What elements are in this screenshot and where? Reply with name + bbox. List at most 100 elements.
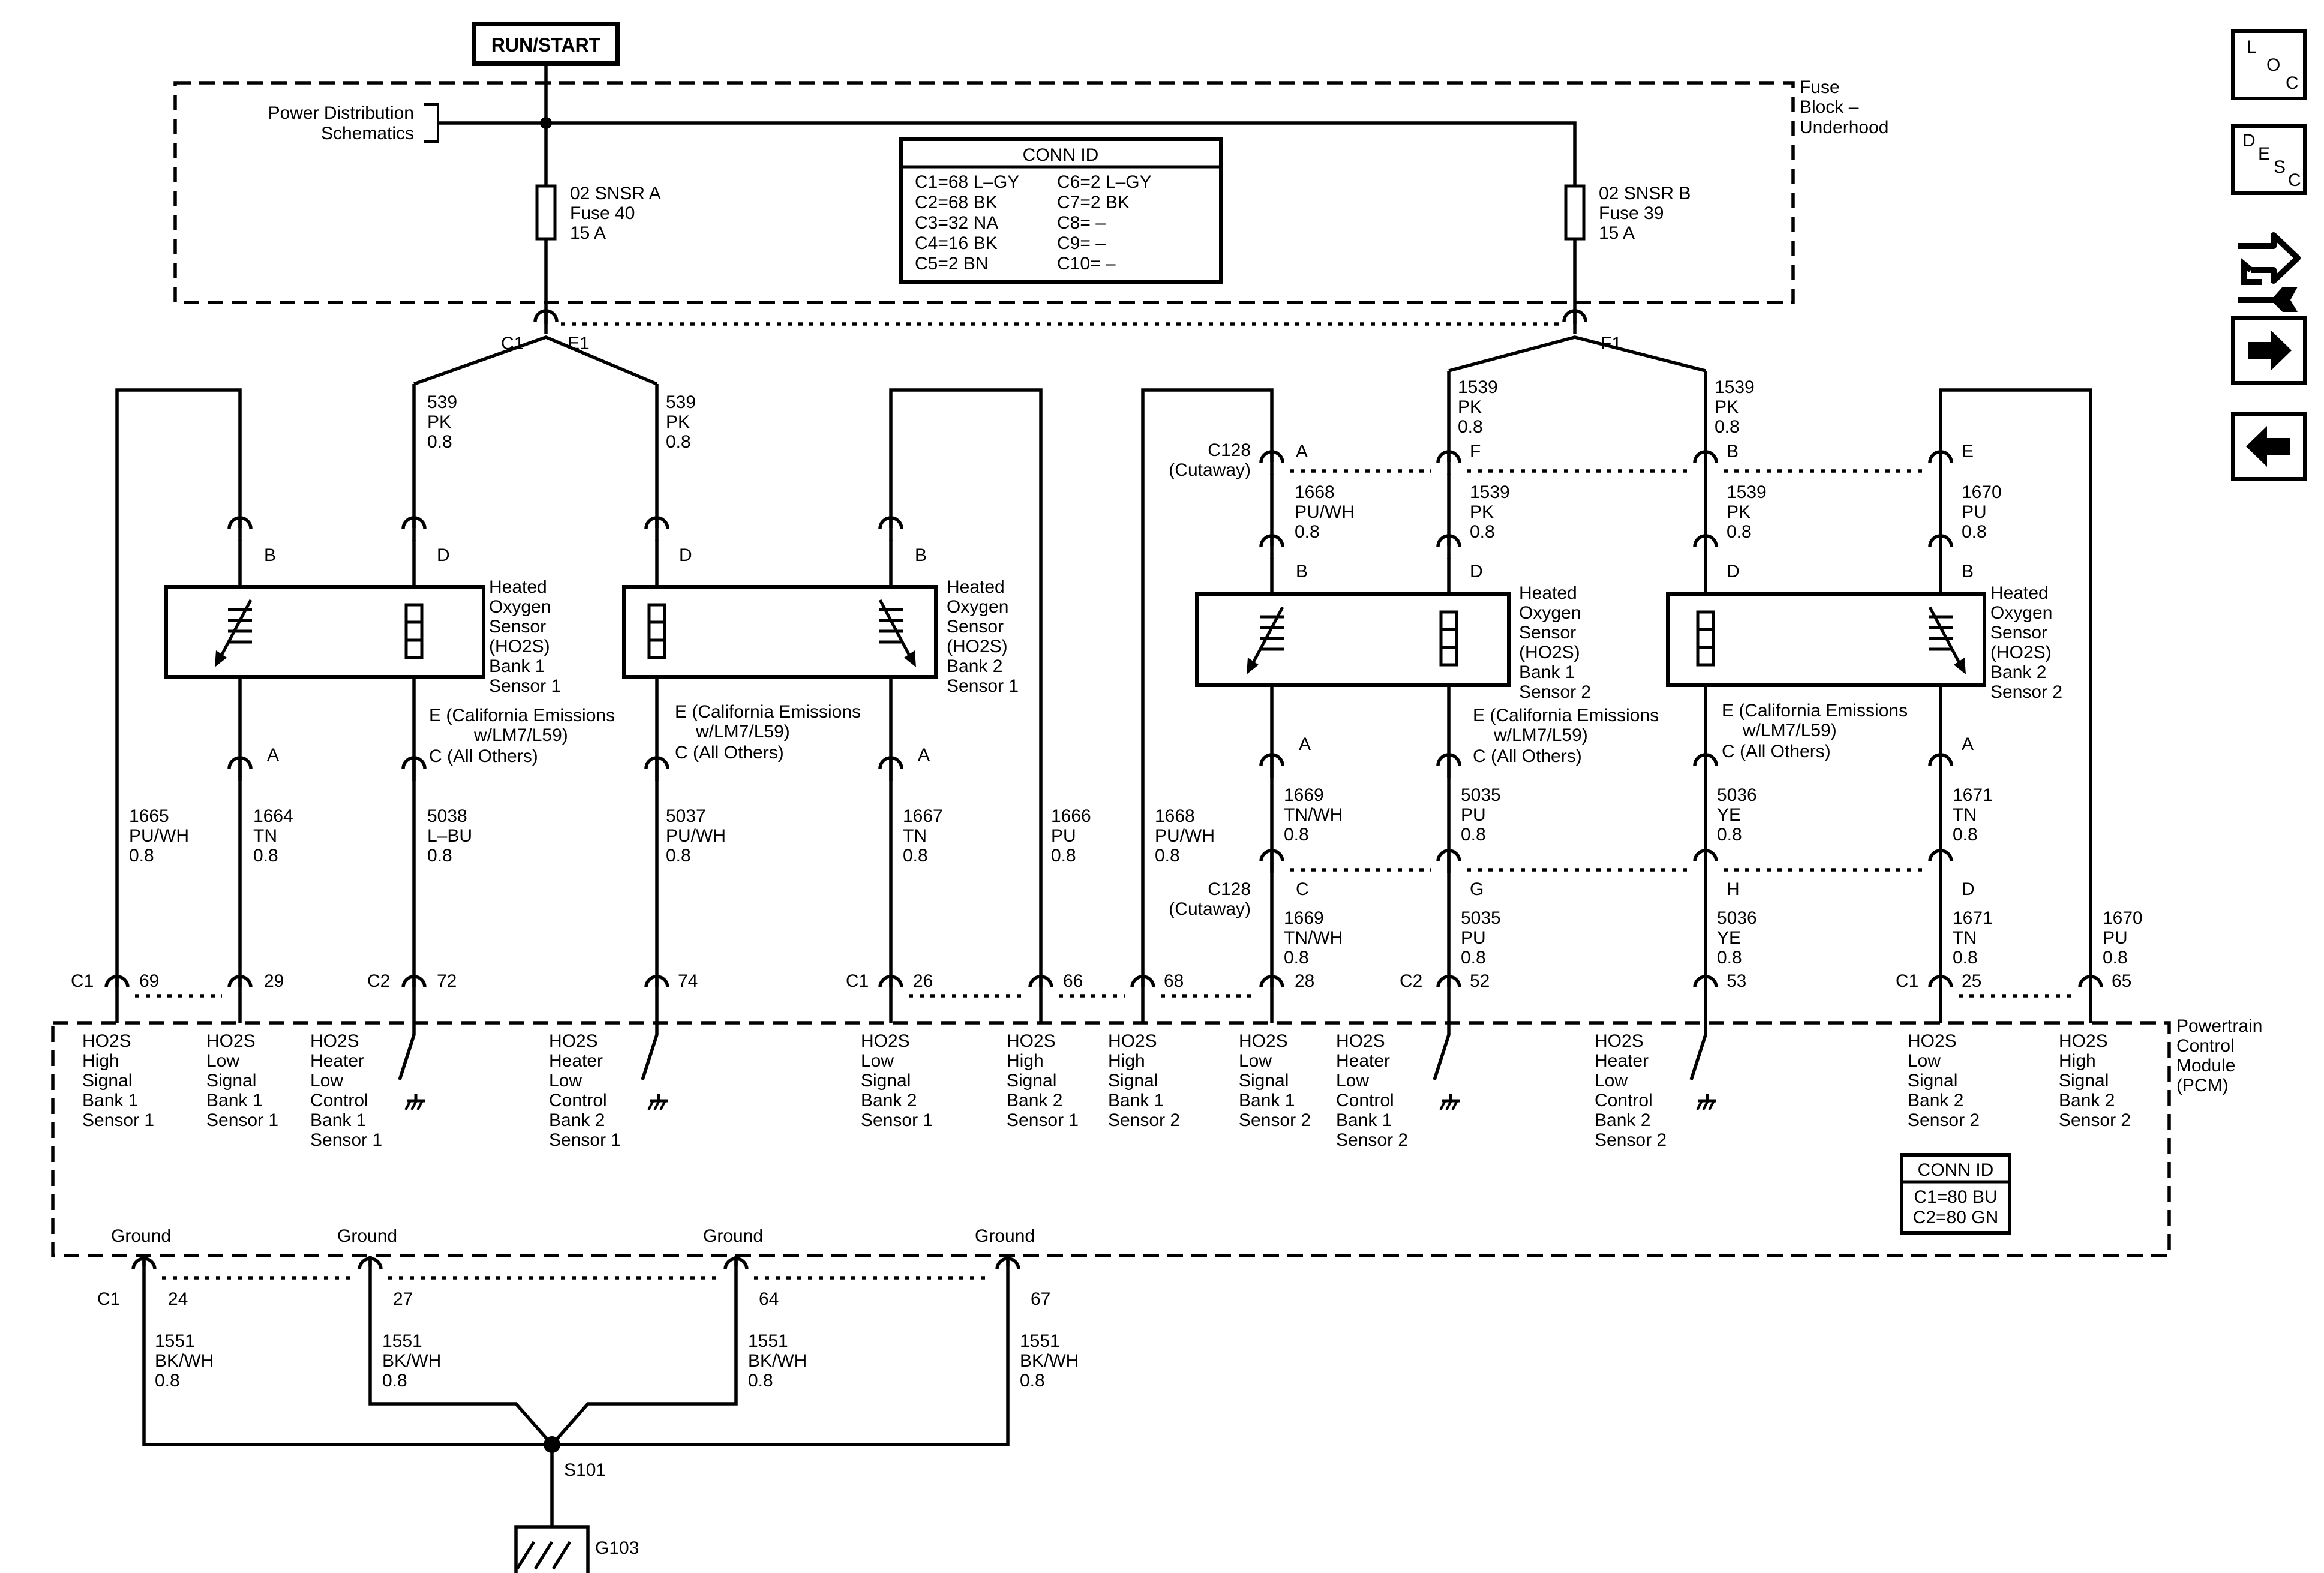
svg-text:Sensor 2: Sensor 2 <box>1108 1110 1180 1130</box>
pcm-func-ls-b1s1: HO2S Low Signal Bank 1 Sensor 1 <box>206 1031 278 1130</box>
svg-text:5037: 5037 <box>666 806 706 826</box>
label-pin-e-c128: E <box>1962 442 1974 461</box>
pin-b-b1s1 <box>229 518 251 541</box>
pcm-pin-52: 52 <box>1470 971 1490 991</box>
svg-text:Low: Low <box>861 1051 894 1071</box>
svg-text:0.8: 0.8 <box>1962 522 1987 542</box>
label-pin-b-b2s2: B <box>1962 562 1974 581</box>
fuse-39-label: 02 SNSR B Fuse 39 15 A <box>1599 184 1691 243</box>
conn-id-table-pcm: CONN ID C1=80 BU C2=80 GN <box>1900 1153 2011 1235</box>
label-c1-fuse: C1 <box>501 334 524 353</box>
svg-text:(PCM): (PCM) <box>2176 1076 2229 1095</box>
wire-539-label-b2: 539 PK 0.8 <box>666 392 696 452</box>
sensor-box-b1s1 <box>164 585 485 679</box>
svg-text:0.8: 0.8 <box>903 846 928 866</box>
heater-element-b1s2 <box>1441 612 1457 665</box>
label-pin-d-b1s1: D <box>437 545 450 565</box>
pin-a-b2s1 <box>880 758 902 781</box>
svg-text:C6=2 L–GY: C6=2 L–GY <box>1057 172 1152 192</box>
svg-text:Fuse 40: Fuse 40 <box>570 203 635 223</box>
sensor-box-b2s2 <box>1666 592 1986 687</box>
svg-text:TN: TN <box>1953 805 1977 825</box>
svg-text:Control: Control <box>549 1091 607 1110</box>
svg-text:PU/WH: PU/WH <box>666 826 726 846</box>
svg-text:02 SNSR B: 02 SNSR B <box>1599 184 1691 203</box>
svg-text:Block –: Block – <box>1800 97 1859 117</box>
next-arrow-button[interactable] <box>2231 316 2307 385</box>
svg-text:Low: Low <box>549 1071 582 1091</box>
label-f1: F1 <box>1601 334 1622 353</box>
wire-1669-label-lower: 1669 TN/WH 0.8 <box>1284 908 1343 968</box>
svg-text:Sensor 2: Sensor 2 <box>1595 1130 1667 1150</box>
wire-1668 <box>1141 388 1274 987</box>
description-button[interactable]: D E S C <box>2231 124 2307 195</box>
svg-text:15 A: 15 A <box>570 223 606 243</box>
sensor-element-b1s1 <box>215 600 252 667</box>
svg-text:5035: 5035 <box>1461 785 1501 805</box>
location-button[interactable]: L O C <box>2231 29 2307 100</box>
svg-text:Oxygen: Oxygen <box>489 597 551 617</box>
repair-procedure-icon[interactable] <box>2238 232 2301 312</box>
pcm-func-ls-b1s2: HO2S Low Signal Bank 1 Sensor 2 <box>1239 1031 1311 1130</box>
svg-text:Oxygen: Oxygen <box>1990 603 2052 623</box>
svg-text:TN: TN <box>253 826 277 846</box>
svg-text:D: D <box>2242 131 2256 151</box>
pcm-pin-28: 28 <box>1295 971 1314 991</box>
svg-text:1539: 1539 <box>1727 482 1767 502</box>
connector-f1 <box>1448 311 1706 373</box>
wire-1668-label-upper: 1668 PU/WH 0.8 <box>1295 482 1355 542</box>
svg-text:Sensor 2: Sensor 2 <box>1519 682 1591 702</box>
pcm-driver-switch-b1s1 <box>400 999 425 1110</box>
label-pin-b-b1s2: B <box>1296 562 1308 581</box>
pcm-pin-27: 27 <box>393 1289 413 1309</box>
previous-arrow-button[interactable] <box>2231 412 2307 481</box>
svg-text:1667: 1667 <box>903 806 943 826</box>
svg-text:1551: 1551 <box>1020 1331 1060 1351</box>
svg-text:Sensor 1: Sensor 1 <box>1007 1110 1079 1130</box>
svg-text:C9= –: C9= – <box>1057 233 1106 253</box>
svg-text:0.8: 0.8 <box>1717 825 1742 845</box>
svg-text:Schematics: Schematics <box>321 124 414 143</box>
svg-text:E (California Emissions: E (California Emissions <box>429 706 615 725</box>
supply-bus <box>438 121 1577 324</box>
svg-text:HO2S: HO2S <box>1336 1031 1385 1051</box>
pin-a-b1s2 <box>1261 755 1283 778</box>
svg-text:PU: PU <box>1051 826 1076 846</box>
wire-1539-label-b1s2-upper: 1539 PK 0.8 <box>1458 377 1498 437</box>
connector-c128-lower <box>1261 851 1951 873</box>
ground-label-1: Ground <box>111 1226 171 1246</box>
svg-text:CONN ID: CONN ID <box>1918 1160 1994 1180</box>
svg-text:1671: 1671 <box>1953 908 1993 928</box>
svg-text:0.8: 0.8 <box>1727 522 1752 542</box>
svg-text:0.8: 0.8 <box>1284 948 1309 968</box>
svg-text:1551: 1551 <box>382 1331 422 1351</box>
pin-d-b1s1 <box>403 518 425 541</box>
pcm-outline <box>51 1021 2171 1257</box>
svg-text:PK: PK <box>1458 397 1482 417</box>
wire-1669-label-upper: 1669 TN/WH 0.8 <box>1284 785 1343 845</box>
fuse-block-label: Fuse Block – Underhood <box>1800 77 1888 137</box>
svg-text:539: 539 <box>427 392 457 412</box>
svg-text:HO2S: HO2S <box>1239 1031 1288 1051</box>
pcm-pin-69: 69 <box>139 971 159 991</box>
svg-text:TN/WH: TN/WH <box>1284 928 1343 948</box>
svg-text:Low: Low <box>310 1071 343 1091</box>
svg-text:5036: 5036 <box>1717 908 1757 928</box>
svg-text:0.8: 0.8 <box>427 432 452 452</box>
pin-b-b2s1 <box>880 518 902 541</box>
pin-e-b2s1 <box>646 758 668 781</box>
svg-text:Heated: Heated <box>1990 583 2049 603</box>
svg-text:C8= –: C8= – <box>1057 213 1106 233</box>
label-c1-pcm-3: C1 <box>1896 971 1918 991</box>
svg-text:TN: TN <box>1953 928 1977 948</box>
svg-text:C1=80 BU: C1=80 BU <box>1914 1187 1997 1207</box>
pcm-pin-25: 25 <box>1962 971 1981 991</box>
sensor-label-b2s1: Heated Oxygen Sensor (HO2S) Bank 2 Senso… <box>947 577 1019 696</box>
pcm-func-ls-b2s1: HO2S Low Signal Bank 2 Sensor 1 <box>861 1031 933 1130</box>
svg-text:YE: YE <box>1717 805 1741 825</box>
svg-text:Heater: Heater <box>1595 1051 1649 1071</box>
ground-g103-label: G103 <box>595 1538 639 1558</box>
svg-text:0.8: 0.8 <box>748 1371 773 1391</box>
fuse-block-outline <box>173 81 1795 304</box>
svg-text:C128: C128 <box>1208 879 1251 899</box>
